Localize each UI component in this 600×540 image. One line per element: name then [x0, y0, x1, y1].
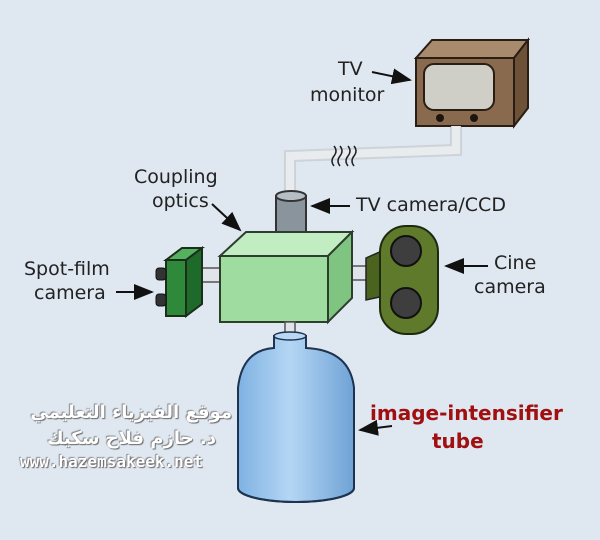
- label-tv-monitor: monitor: [310, 84, 385, 106]
- label-tv-camera: TV camera/CCD: [356, 194, 506, 216]
- label-tv-1: TV: [338, 58, 363, 80]
- tv-monitor: [413, 37, 531, 129]
- label-tube: tube: [432, 429, 484, 453]
- arrow-intensifier: [358, 419, 393, 436]
- label-coupling: Coupling: [134, 166, 218, 188]
- label-cine-camera: camera: [474, 276, 546, 298]
- coupling-optics-box: [217, 229, 355, 325]
- label-optics: optics: [152, 190, 209, 212]
- label-spot-camera: camera: [34, 282, 106, 304]
- label-image-intensifier: image-intensifier: [370, 401, 563, 425]
- cable-break-mark: [331, 145, 357, 167]
- arrow-coupling-optics: [211, 203, 242, 232]
- watermark-site-arabic: موقع الفيزياء التعليمي: [30, 402, 232, 423]
- label-cine: Cine: [494, 252, 537, 274]
- cine-camera: [365, 225, 439, 335]
- arrow-tv-monitor: [371, 68, 412, 85]
- label-spot-film: Spot-film: [24, 258, 110, 280]
- image-intensifier-tube: [237, 331, 355, 503]
- spot-film-camera: [155, 246, 205, 318]
- watermark-author-arabic: د. حازم فلاح سكيك: [47, 428, 216, 449]
- watermark-url: www.hazemsakeek.net: [20, 452, 204, 471]
